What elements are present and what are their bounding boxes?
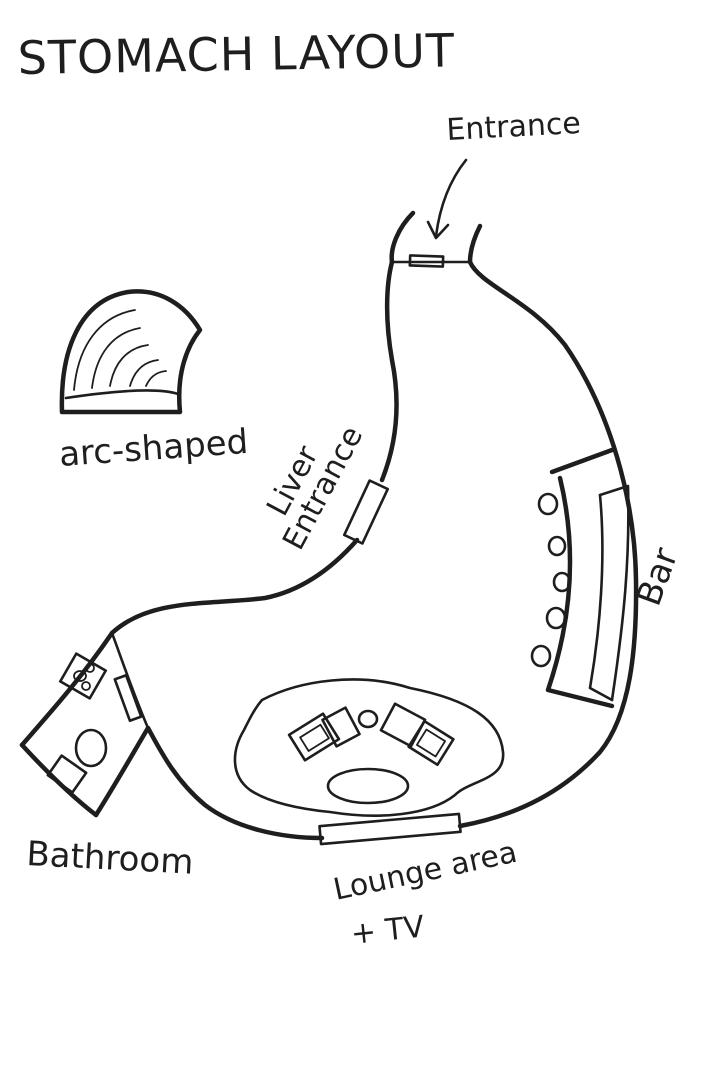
- bar-stools: [530, 492, 572, 668]
- entrance-arrow: [426, 158, 468, 240]
- arc-shaped-sketch: [59, 289, 203, 415]
- stomach-outline: [19, 210, 639, 841]
- bar-counter: [545, 447, 630, 709]
- lounge-label-line2: + TV: [349, 909, 426, 952]
- bathroom-label: Bathroom: [26, 834, 195, 883]
- lounge-label-line1: Lounge area: [330, 835, 520, 908]
- diagram-title: STOMACH LAYOUT: [17, 23, 455, 85]
- bathroom-fixtures: [46, 631, 150, 794]
- bar-label: Bar: [629, 543, 686, 611]
- liver-entrance-door: [342, 479, 390, 545]
- entrance-label: Entrance: [446, 106, 582, 148]
- lounge-area: [233, 678, 505, 817]
- lounge-door-tv: [318, 812, 462, 846]
- arc-shaped-label: arc-shaped: [58, 422, 250, 475]
